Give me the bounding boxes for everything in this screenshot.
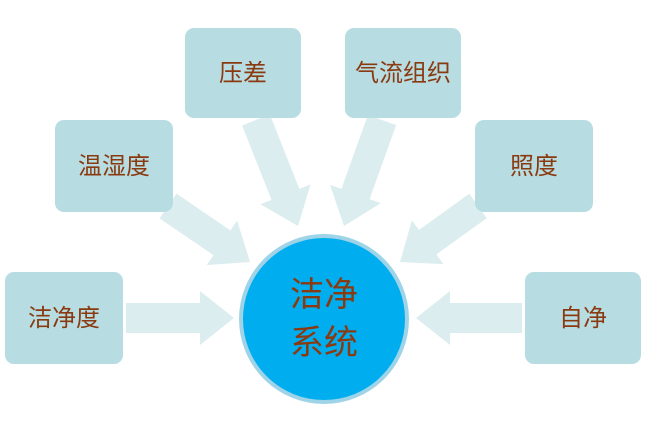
factor-box-pressure-difference: 压差 — [185, 28, 301, 118]
arrow-from-self-purification — [416, 291, 522, 345]
factor-box-temp-humidity: 温湿度 — [55, 120, 173, 212]
factor-box-airflow-organization: 气流组织 — [345, 28, 461, 118]
arrow-from-pressure-difference — [242, 114, 311, 226]
arrow-from-illuminance — [400, 193, 487, 265]
factor-box-cleanliness: 洁净度 — [5, 272, 123, 364]
center-node: 洁净系统 — [239, 234, 409, 404]
factor-box-self-purification: 自净 — [525, 272, 641, 364]
arrow-from-cleanliness — [126, 291, 234, 345]
arrow-from-airflow-organization — [330, 114, 397, 226]
factor-box-illuminance: 照度 — [475, 120, 593, 212]
arrow-from-temp-humidity — [159, 193, 250, 266]
